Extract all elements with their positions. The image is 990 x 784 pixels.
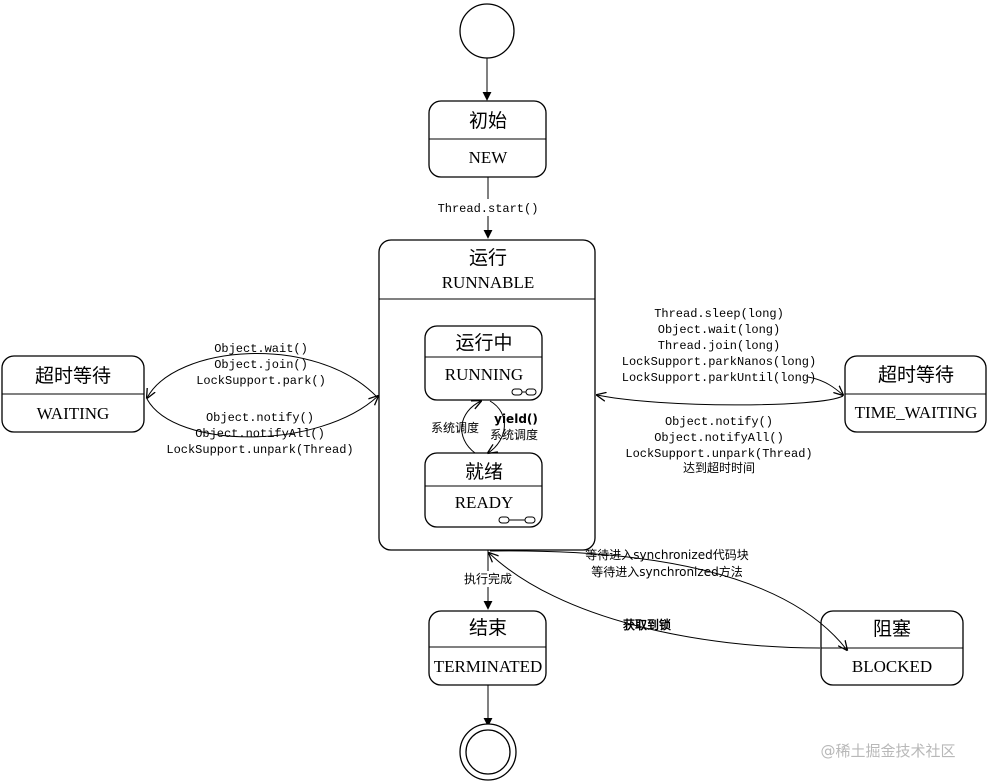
label-to-blocked: 等待进入synchronized代码块 等待进入synchronized方法 <box>585 548 748 579</box>
watermark-text: @稀土掘金技术社区 <box>820 742 955 760</box>
initial-state-node <box>459 3 515 59</box>
label-from-time-waiting: Object.notify() Object.notifyAll() LockS… <box>625 415 812 475</box>
label-sched-right: 系统调度 <box>490 427 538 442</box>
arrow-running-to-ready <box>488 400 505 453</box>
state-time-waiting-cn: 超时等待 <box>878 364 954 386</box>
state-ready: 就绪 READY <box>424 452 543 528</box>
svg-text:Object.wait(): Object.wait() <box>214 342 308 356</box>
svg-text:等待进入synchronized方法: 等待进入synchronized方法 <box>591 564 742 579</box>
svg-text:达到超时时间: 达到超时时间 <box>683 460 755 475</box>
arrow-blocked-to-runnable <box>489 553 821 649</box>
state-terminated-cn: 结束 <box>469 617 507 639</box>
state-running: 运行中 RUNNING <box>424 325 543 401</box>
state-new-en: NEW <box>469 148 509 167</box>
state-new: 初始 NEW <box>428 100 547 178</box>
composite-state-icon <box>498 516 536 524</box>
svg-text:LockSupport.parkNanos(long): LockSupport.parkNanos(long) <box>622 355 816 369</box>
svg-text:Object.notify(): Object.notify() <box>206 411 314 425</box>
svg-text:等待进入synchronized代码块: 等待进入synchronized代码块 <box>585 548 748 562</box>
arrow-runnable-to-time-waiting <box>807 376 843 395</box>
state-new-cn: 初始 <box>469 110 507 132</box>
state-time-waiting-en: TIME_WAITING <box>855 403 978 422</box>
svg-text:Thread.sleep(long): Thread.sleep(long) <box>654 307 784 321</box>
svg-text:LockSupport.park(): LockSupport.park() <box>196 374 326 388</box>
svg-text:Object.notify(): Object.notify() <box>665 415 773 429</box>
state-running-cn: 运行中 <box>455 332 512 354</box>
state-time-waiting: 超时等待 TIME_WAITING <box>844 355 987 433</box>
svg-text:Thread.join(long): Thread.join(long) <box>658 339 780 353</box>
arrow-runnable-to-waiting <box>147 353 378 398</box>
state-blocked: 阻塞 BLOCKED <box>820 610 964 686</box>
label-to-time-waiting: Thread.sleep(long) Object.wait(long) Thr… <box>622 307 816 385</box>
label-thread-start: Thread.start() <box>438 202 539 216</box>
state-blocked-cn: 阻塞 <box>873 618 911 640</box>
svg-text:Object.join(): Object.join() <box>214 358 308 372</box>
label-finish: 执行完成 <box>464 571 512 586</box>
state-ready-en: READY <box>455 493 514 512</box>
label-yield: yield() <box>494 412 538 426</box>
state-running-en: RUNNING <box>445 365 523 384</box>
state-terminated: 结束 TERMINATED <box>428 610 547 686</box>
final-state-node <box>459 723 517 781</box>
svg-text:LockSupport.unpark(Thread): LockSupport.unpark(Thread) <box>166 443 353 457</box>
svg-text:LockSupport.unpark(Thread): LockSupport.unpark(Thread) <box>625 447 812 461</box>
state-blocked-en: BLOCKED <box>852 657 932 676</box>
state-ready-cn: 就绪 <box>465 461 503 483</box>
state-waiting: 超时等待 WAITING <box>1 355 145 433</box>
composite-state-icon <box>511 388 537 396</box>
arrow-runnable-to-blocked <box>489 550 847 650</box>
label-sched-left: 系统调度 <box>431 420 479 435</box>
svg-text:LockSupport.parkUntil(long): LockSupport.parkUntil(long) <box>622 371 816 385</box>
state-waiting-cn: 超时等待 <box>35 365 111 387</box>
state-runnable-cn: 运行 <box>469 247 507 269</box>
arrow-ready-to-running <box>461 401 481 454</box>
svg-text:Object.wait(long): Object.wait(long) <box>658 323 780 337</box>
label-from-blocked: 获取到锁 <box>622 617 671 632</box>
label-to-waiting: Object.wait() Object.join() LockSupport.… <box>196 342 326 388</box>
label-from-waiting: Object.notify() Object.notifyAll() LockS… <box>166 411 353 457</box>
svg-text:Object.notifyAll(): Object.notifyAll() <box>654 431 784 445</box>
svg-text:Object.notifyAll(): Object.notifyAll() <box>195 427 325 441</box>
state-waiting-en: WAITING <box>37 404 110 423</box>
state-runnable-en: RUNNABLE <box>442 273 535 292</box>
arrow-waiting-to-runnable <box>146 396 378 438</box>
state-terminated-en: TERMINATED <box>434 657 543 676</box>
arrow-time-waiting-to-runnable <box>597 395 844 406</box>
